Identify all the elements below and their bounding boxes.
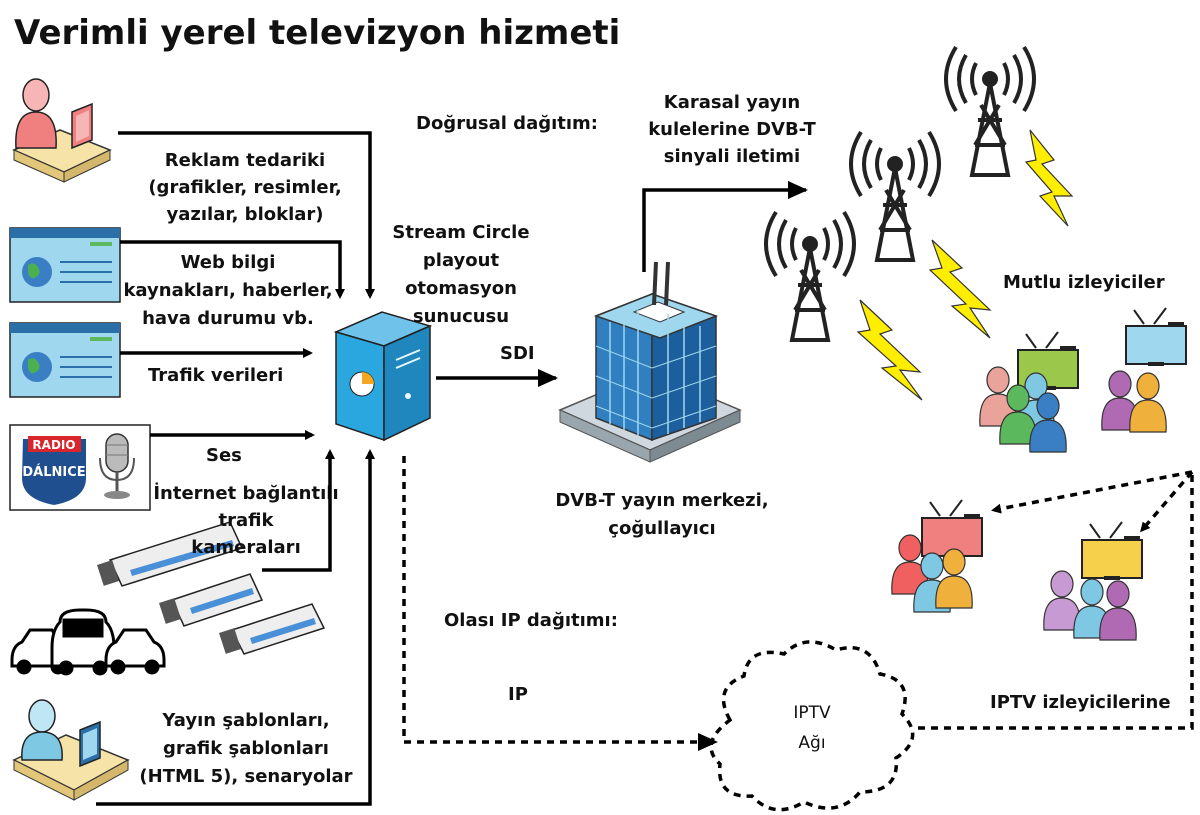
ad-supplier-icon [12, 78, 112, 183]
viewer-group-4 [1043, 521, 1143, 641]
radio-logo: RADIO DÁLNICE [9, 424, 151, 511]
svg-text:Web bilgi: Web bilgi [181, 252, 276, 273]
playout-server-icon [333, 311, 433, 442]
lightning-icons [856, 129, 1074, 401]
template-designer-icon [12, 699, 130, 801]
tower-icon-2 [849, 130, 941, 262]
svg-text:grafik şablonları: grafik şablonları [163, 738, 329, 759]
ads-label: Reklam tedariki (grafikler, resimler, ya… [148, 150, 341, 225]
svg-text:trafik: trafik [219, 510, 275, 531]
ip-heading: Olası IP dağıtımı: [444, 610, 618, 631]
svg-text:yazılar, bloklar): yazılar, bloklar) [167, 204, 324, 225]
tower-icon-3 [944, 45, 1036, 177]
ip-label: IP [508, 684, 528, 705]
tower-icon-1 [764, 210, 856, 342]
cars-icon [10, 608, 166, 676]
broadcast-towers [764, 45, 1036, 342]
svg-text:çoğullayıcı: çoğullayıcı [608, 518, 715, 539]
svg-text:(grafikler, resimler,: (grafikler, resimler, [148, 177, 341, 198]
happy-viewers-label: Mutlu izleyiciler [1003, 272, 1165, 293]
broadcast-center-label: DVB-T yayın merkezi, çoğullayıcı [555, 490, 768, 539]
cameras-label: İnternet bağlantılı trafik kameraları [153, 482, 338, 558]
templates-label: Yayın şablonları, grafik şablonları (HTM… [139, 710, 352, 787]
camera-icon-1 [96, 521, 244, 587]
iptv-viewers-label: IPTV izleyicilerine [990, 692, 1171, 713]
source-arrows [96, 131, 375, 806]
linear-heading: Doğrusal dağıtım: [416, 113, 598, 134]
viewer-groups [891, 307, 1187, 641]
svg-text:(HTML 5), senaryolar: (HTML 5), senaryolar [139, 766, 352, 787]
svg-text:IPTV: IPTV [793, 703, 831, 723]
microphone-icon [99, 433, 135, 499]
svg-text:otomasyon: otomasyon [405, 278, 517, 299]
camera-icon-3 [218, 603, 326, 655]
svg-text:hava durumu vb.: hava durumu vb. [142, 308, 314, 329]
towers-arrow [642, 181, 808, 272]
svg-text:Yayın şablonları,: Yayın şablonları, [161, 710, 329, 731]
broadcast-center-icon [558, 261, 742, 463]
svg-text:Reklam tedariki: Reklam tedariki [165, 150, 325, 171]
svg-text:Stream Circle: Stream Circle [392, 222, 529, 243]
svg-text:İnternet bağlantılı: İnternet bağlantılı [153, 482, 338, 504]
web-sources-icon [9, 227, 121, 303]
svg-text:sinyali iletimi: sinyali iletimi [664, 146, 800, 167]
traffic-label: Trafik verileri [148, 365, 283, 386]
svg-text:DVB-T yayın merkezi,: DVB-T yayın merkezi, [555, 490, 768, 511]
sdi-label: SDI [500, 343, 535, 364]
traffic-data-icon [9, 322, 121, 398]
svg-text:kameraları: kameraları [191, 537, 300, 558]
camera-icon-2 [158, 573, 264, 627]
viewer-group-2 [1101, 307, 1187, 433]
server-label: Stream Circle playout otomasyon sunucusu [392, 222, 529, 327]
web-label: Web bilgi kaynakları, haberler, hava dur… [123, 252, 332, 329]
svg-text:kaynakları, haberler,: kaynakları, haberler, [123, 280, 332, 301]
svg-text:Ağı: Ağı [798, 733, 825, 753]
svg-text:sunucusu: sunucusu [413, 306, 509, 327]
iptv-cloud-label: IPTV Ağı [793, 703, 831, 753]
radio-logo-top: RADIO [32, 438, 75, 452]
svg-text:playout: playout [423, 250, 500, 271]
svg-text:kulelerine DVB-T: kulelerine DVB-T [648, 119, 816, 140]
viewer-group-3 [891, 499, 983, 613]
page-title: Verimli yerel televizyon hizmeti [14, 13, 620, 53]
iptv-cloud [709, 640, 915, 812]
svg-text:Karasal yayın: Karasal yayın [664, 92, 800, 113]
iptv-return-line [918, 472, 1194, 730]
ip-arrow [402, 456, 718, 751]
audio-label: Ses [206, 445, 242, 466]
viewer-group-1 [979, 331, 1079, 453]
radio-logo-bottom: DÁLNICE [22, 464, 85, 480]
towers-label: Karasal yayın kulelerine DVB-T sinyali i… [648, 92, 816, 167]
